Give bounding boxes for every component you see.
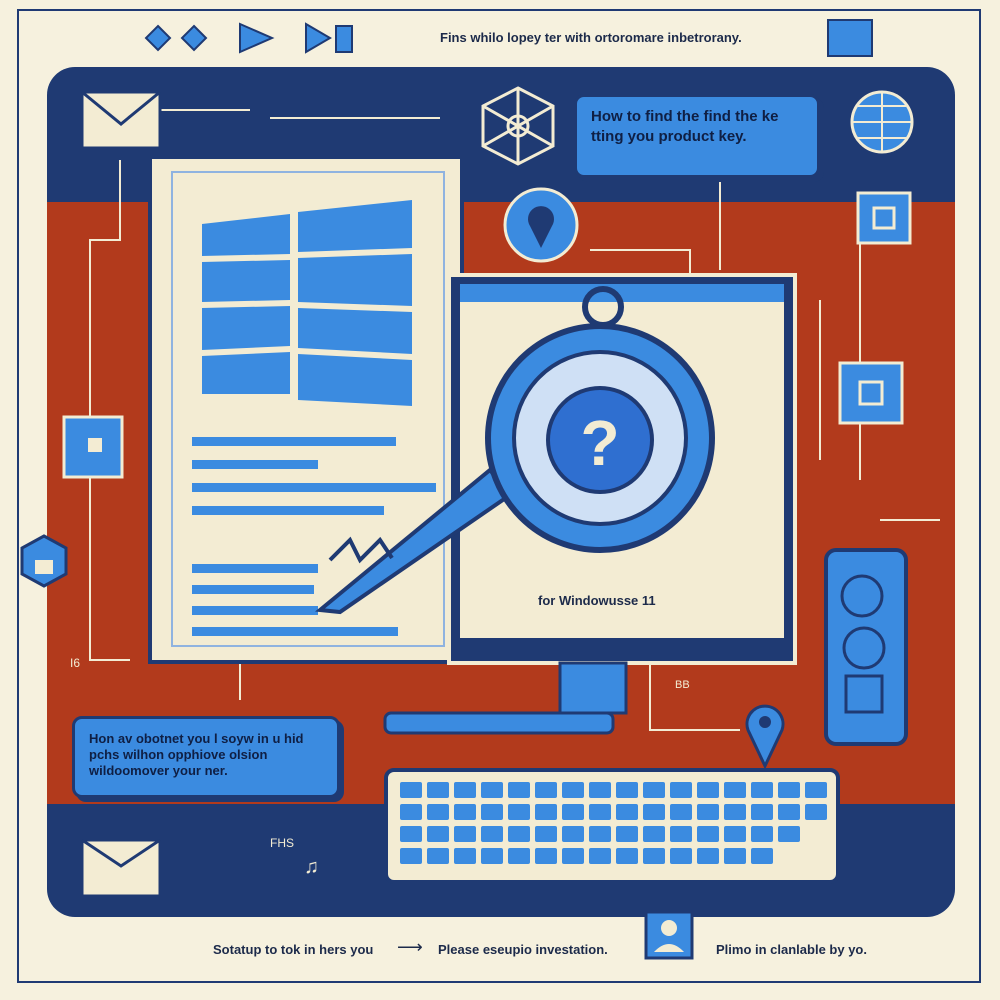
keyboard-key — [454, 826, 476, 842]
keyboard-key — [454, 804, 476, 820]
keyboard-key — [589, 782, 611, 798]
windows-logo-icon — [202, 200, 412, 406]
location-pin-icon-2 — [745, 704, 785, 770]
keyboard-key — [427, 782, 449, 798]
keyboard-key — [589, 804, 611, 820]
keyboard-key — [454, 848, 476, 864]
keyboard-key — [400, 782, 422, 798]
mail-icon-2 — [80, 838, 162, 898]
keyboard-key — [697, 782, 719, 798]
keyboard-key — [562, 826, 584, 842]
keyboard-key — [616, 848, 638, 864]
keyboard-key — [724, 782, 746, 798]
keyboard-key — [508, 848, 530, 864]
keyboard-key — [724, 804, 746, 820]
question-icon: ? — [580, 407, 619, 479]
keyboard-key — [427, 804, 449, 820]
music-note-icon: ♫ — [304, 856, 319, 878]
keyboard-key — [481, 804, 503, 820]
keyboard-key — [508, 782, 530, 798]
keyboard-key — [616, 804, 638, 820]
network-icon — [481, 86, 555, 166]
keyboard-key — [562, 782, 584, 798]
keyboard-key — [508, 804, 530, 820]
keyboard-key — [751, 782, 773, 798]
footer-step-1: Sotatup to tok in hers you — [213, 942, 374, 957]
keyboard-key — [751, 804, 773, 820]
keyboard-key — [751, 826, 773, 842]
user-icon — [644, 910, 694, 960]
keyboard-key — [697, 804, 719, 820]
keyboard-key — [427, 826, 449, 842]
keyboard-key — [643, 848, 665, 864]
keyboard-key — [535, 804, 557, 820]
keyboard-key — [616, 826, 638, 842]
keyboard-key — [427, 848, 449, 864]
keyboard-key — [724, 826, 746, 842]
keyboard-key — [481, 826, 503, 842]
phone-icon — [824, 548, 908, 746]
location-pin-icon — [503, 187, 579, 263]
keyboard-key — [616, 782, 638, 798]
arrow-right-icon: ⟶ — [397, 937, 423, 957]
globe-icon — [850, 90, 914, 154]
bottom-mid-label: FHS — [270, 836, 294, 850]
keyboard-key — [562, 848, 584, 864]
keyboard-key — [535, 782, 557, 798]
keyboard-key — [589, 826, 611, 842]
keyboard-key — [805, 782, 827, 798]
keyboard-key — [643, 804, 665, 820]
keyboard-key — [670, 804, 692, 820]
keyboard-key — [805, 804, 827, 820]
monitor-caption: for Windowusse 11 — [538, 593, 656, 608]
keyboard-key — [751, 848, 773, 864]
mid-label: BB — [675, 679, 690, 691]
keyboard-key — [643, 826, 665, 842]
keyboard-key — [589, 848, 611, 864]
footer-step-2: Please eseupio investation. — [438, 942, 608, 957]
keyboard-key — [697, 848, 719, 864]
keyboard-key — [778, 826, 800, 842]
keyboard-key — [778, 804, 800, 820]
keyboard-key — [724, 848, 746, 864]
header-caption: Fins whilo lopey ter with ortoromare inb… — [440, 30, 742, 45]
keyboard-key — [400, 804, 422, 820]
windows-small-icon — [62, 361, 904, 479]
info-bubble-top: How to find the find the ke tting you pr… — [574, 94, 820, 178]
keyboard-key — [481, 782, 503, 798]
keyboard-key — [508, 826, 530, 842]
keyboard-key — [481, 848, 503, 864]
keyboard-key — [670, 826, 692, 842]
keyboard — [384, 768, 840, 884]
mail-icon — [80, 90, 162, 150]
document-text-lines — [192, 437, 436, 636]
keyboard-key — [454, 782, 476, 798]
side-label: I6 — [70, 656, 81, 670]
keyboard-key — [778, 782, 800, 798]
keyboard-key — [562, 804, 584, 820]
magnifier-icon — [485, 286, 715, 553]
keyboard-key — [670, 782, 692, 798]
keyboard-key — [535, 826, 557, 842]
keyboard-key — [400, 826, 422, 842]
keyboard-key — [643, 782, 665, 798]
info-bubble-bottom: Hon av obotnet you l soyw in u hid pchs … — [72, 716, 340, 798]
nav-icons — [144, 19, 873, 57]
window-square-icon — [856, 191, 912, 245]
keyboard-key — [400, 848, 422, 864]
keyboard-key — [535, 848, 557, 864]
lock-icon — [20, 534, 68, 588]
keyboard-key — [697, 826, 719, 842]
footer-step-3: Plimo in clanlable by yo. — [716, 942, 867, 957]
keyboard-key — [670, 848, 692, 864]
